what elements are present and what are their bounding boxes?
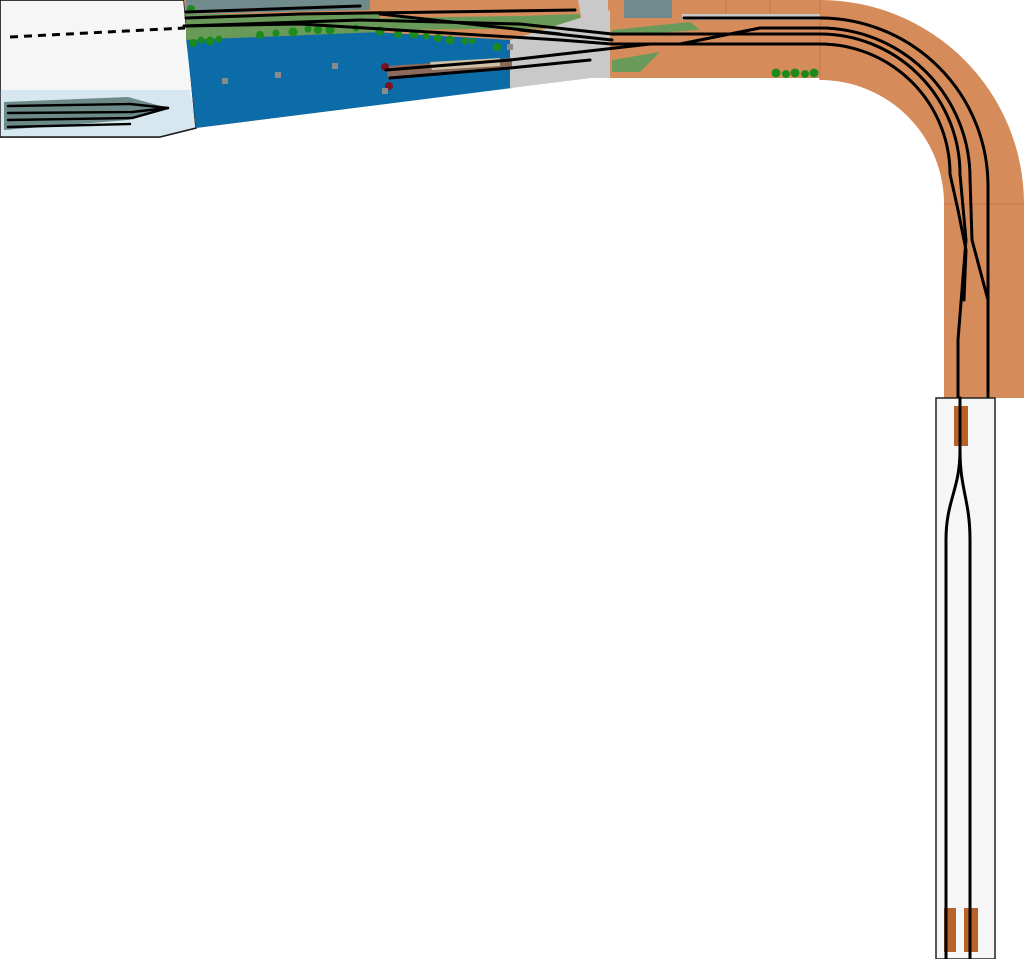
fiddle-yard-bottom: [935, 396, 996, 959]
sector-plate-tracks: [6, 102, 170, 129]
harbour-water[interactable]: [186, 32, 512, 128]
concrete-apron: [510, 10, 618, 88]
baseboard-down-leg: [944, 204, 1024, 398]
hidden-track-dashed: [9, 26, 186, 39]
road-pad: [578, 0, 608, 22]
station-building-roof[interactable]: [624, 0, 672, 18]
curve-tracks: [818, 16, 990, 400]
mooring-post-icon: [222, 44, 513, 94]
tree-icon: [187, 5, 819, 78]
corner-baseboard: [610, 0, 1024, 398]
mainline-tracks: [182, 4, 822, 80]
goods-yard-grass-2: [612, 52, 660, 72]
left-staging-board: [0, 0, 197, 138]
baseboard-corner: [820, 0, 1024, 204]
